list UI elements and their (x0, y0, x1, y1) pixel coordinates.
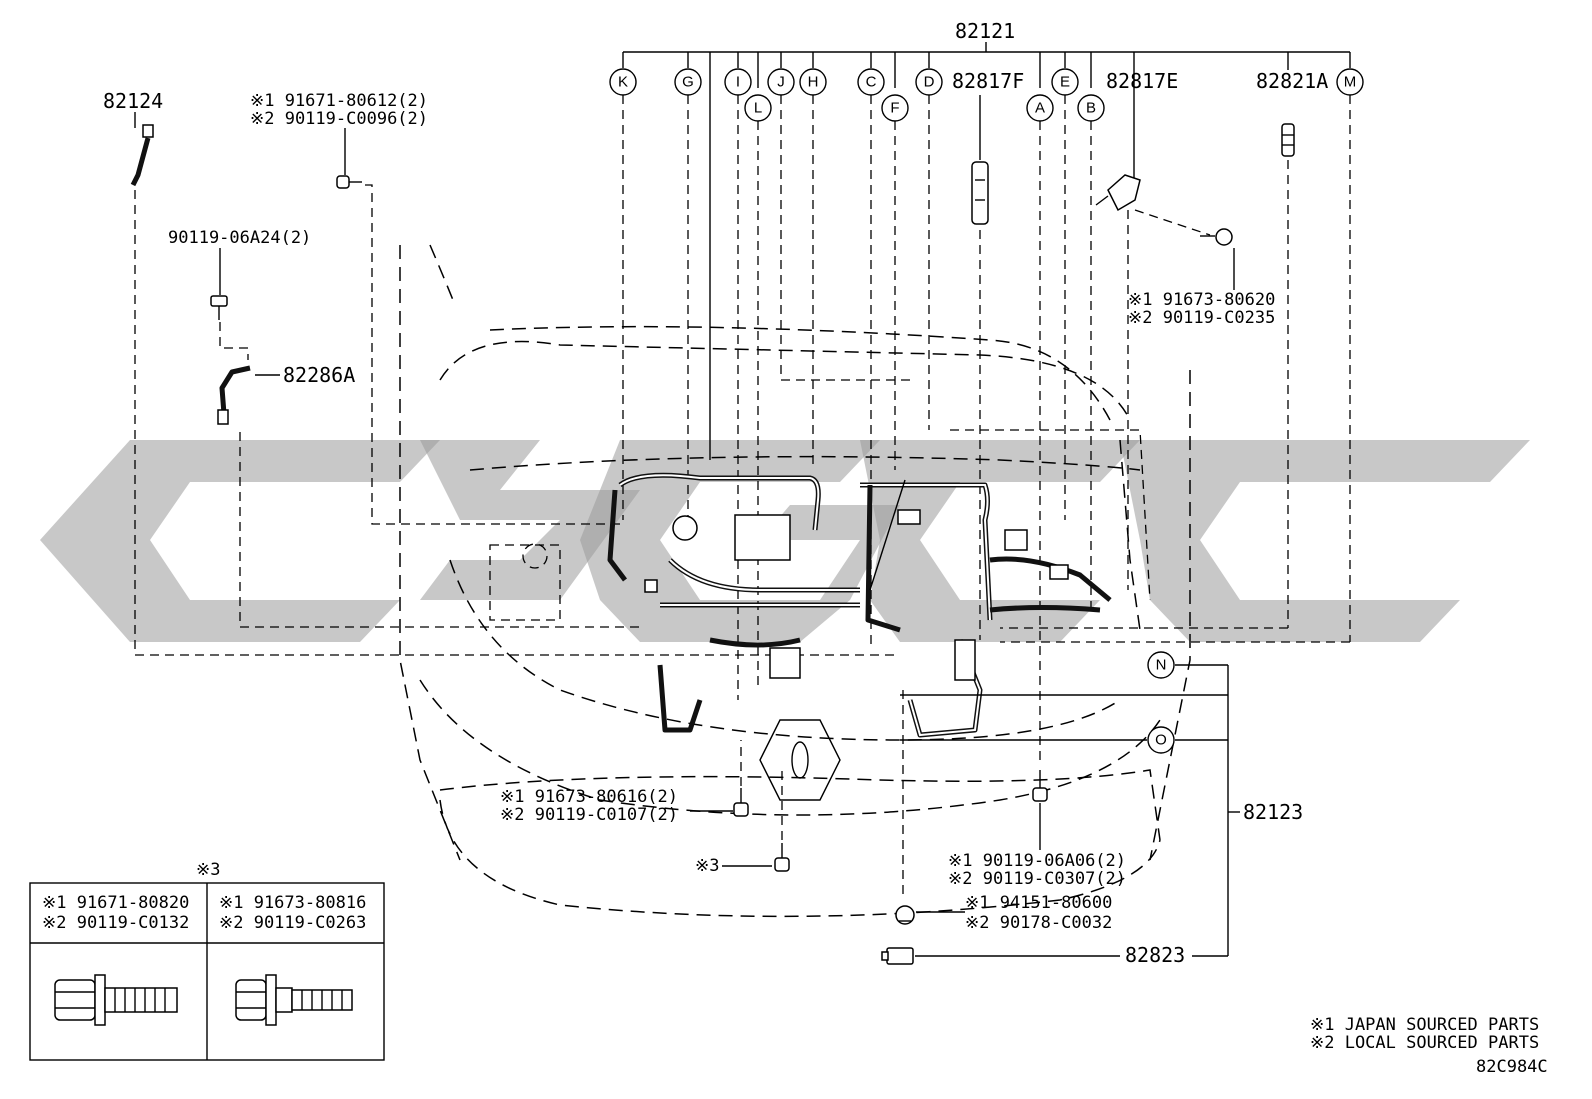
top-left-fastener-line1: ※1 91671-80612(2) (250, 91, 428, 111)
table-col1-line2: ※2 90119-C0132 (42, 913, 189, 933)
right-bolt-icon (1200, 228, 1233, 246)
connector-b: B (1077, 94, 1105, 122)
connector-d: D (915, 68, 943, 96)
connector-o: O (1147, 726, 1175, 754)
sub-harness-label: 82123 (1243, 800, 1303, 824)
clip-bottom-line2: ※2 90178-C0032 (965, 913, 1112, 933)
connector-leaders (622, 95, 1351, 760)
svg-text:E: E (1060, 74, 1070, 91)
flange-bolt-icon-1 (54, 974, 178, 1026)
bottom-center-line2: ※2 90119-C0107(2) (500, 805, 678, 825)
svg-text:D: D (924, 74, 935, 91)
right-clip-line1: ※1 91673-80620 (1128, 290, 1275, 310)
harness-left-label: 82124 (103, 89, 163, 113)
watermark-logo (40, 440, 1530, 642)
svg-text:H: H (808, 74, 819, 91)
connector-h: H (799, 68, 827, 96)
bottom-right-line1: ※1 90119-06A06(2) (948, 851, 1126, 871)
svg-text:C: C (866, 74, 877, 91)
bolt-icon (336, 175, 362, 189)
table-header: ※3 (196, 860, 220, 880)
svg-text:M: M (1344, 74, 1357, 91)
bottom-right-bolt-icon (1032, 770, 1048, 802)
relay-e-part (1095, 174, 1141, 212)
connector-e: E (1051, 68, 1079, 96)
svg-text:J: J (777, 74, 785, 91)
connector-g: G (674, 68, 702, 96)
table-col2-line2: ※2 90119-C0263 (219, 913, 366, 933)
harness-left-part (130, 124, 154, 187)
connector-a: A (1026, 94, 1054, 122)
connector-a-part (1281, 123, 1295, 157)
relay-f-label: 82817F (952, 69, 1024, 93)
engine-bay-outline (399, 244, 1191, 918)
flange-bolt-icon-2 (235, 974, 353, 1026)
connector-j: J (767, 68, 795, 96)
bottom-ref-bolt-icon (774, 843, 790, 872)
bolt-table (29, 882, 385, 1061)
clip-icon (895, 905, 915, 925)
bolt-left-label: 90119-06A24(2) (168, 228, 311, 248)
top-left-fastener-leader (365, 184, 620, 525)
table-col2-line1: ※1 91673-80816 (219, 893, 366, 913)
small-harness-part (217, 365, 251, 425)
small-harness-label: 82286A (283, 363, 355, 387)
svg-text:G: G (682, 74, 694, 91)
bottom-center-line1: ※1 91673-80616(2) (500, 787, 678, 807)
svg-text:K: K (618, 74, 628, 91)
connector-i: I (724, 68, 752, 96)
svg-text:B: B (1086, 100, 1096, 117)
clamp-label: 82823 (1125, 943, 1185, 967)
small-harness-leader (239, 432, 640, 628)
bottom-ref-label: ※3 (695, 856, 719, 876)
connector-l: L (744, 94, 772, 122)
main-harness-body (607, 472, 1112, 738)
svg-text:N: N (1156, 657, 1167, 674)
clamp-part (881, 947, 914, 965)
bolt-left-leader (219, 322, 249, 360)
connector-m: M (1336, 68, 1364, 96)
svg-text:A: A (1035, 100, 1045, 117)
svg-text:L: L (754, 100, 762, 117)
connector-k: K (609, 68, 637, 96)
figure-code: 82C984C (1476, 1057, 1548, 1077)
connector-a-label: 82821A (1256, 69, 1328, 93)
top-left-fastener-line2: ※2 90119-C0096(2) (250, 109, 428, 129)
connector-f: F (881, 94, 909, 122)
legend-line2: ※2 LOCAL SOURCED PARTS (1310, 1033, 1539, 1053)
right-clip-line2: ※2 90119-C0235 (1128, 308, 1275, 328)
relay-f-part (971, 161, 989, 225)
table-col1-line1: ※1 91671-80820 (42, 893, 189, 913)
svg-text:I: I (736, 74, 740, 91)
relay-e-label: 82817E (1106, 69, 1178, 93)
main-harness-label: 82121 (955, 19, 1015, 43)
bottom-center-bolt-icon (733, 788, 749, 817)
harness-left-leader (134, 190, 900, 656)
svg-text:F: F (890, 100, 899, 117)
bolt-left-icon (210, 295, 228, 320)
connector-c: C (857, 68, 885, 96)
right-clip-leader (1134, 209, 1211, 236)
clip-bottom-line1: ※1 94151-80600 (965, 893, 1112, 913)
connector-n: N (1147, 651, 1175, 679)
main-harness-callout (622, 42, 1351, 460)
svg-text:O: O (1155, 732, 1167, 749)
bottom-right-line2: ※2 90119-C0307(2) (948, 869, 1126, 889)
sub-harness-callout (900, 664, 1240, 956)
legend-line1: ※1 JAPAN SOURCED PARTS (1310, 1015, 1539, 1035)
